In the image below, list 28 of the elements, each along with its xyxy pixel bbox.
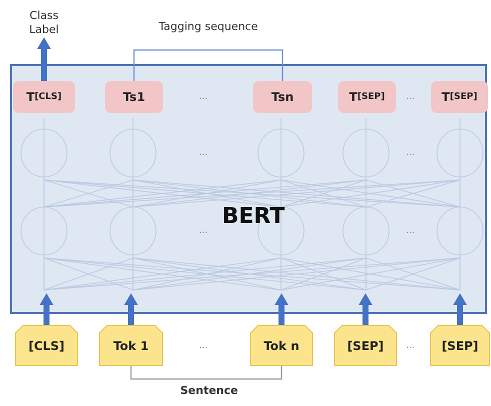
- thick-arrow: [40, 293, 54, 325]
- ellipsis-text: ...: [406, 92, 415, 102]
- input-token-box: Tok 1: [99, 325, 163, 366]
- ellipsis-text: ...: [406, 341, 415, 351]
- input-token-box: [CLS]: [15, 325, 78, 366]
- ellipsis-text: ...: [199, 92, 208, 102]
- edge-label: Sentence: [180, 384, 238, 398]
- ellipsis-text: ...: [406, 226, 415, 236]
- input-token-box: [SEP]: [430, 325, 490, 366]
- ellipsis-text: ...: [199, 148, 208, 158]
- output-label: Class Label: [22, 7, 66, 39]
- thick-arrow: [274, 293, 288, 325]
- bracket-line: [133, 49, 284, 81]
- thick-arrow: [37, 37, 51, 81]
- bracket-line: [130, 366, 282, 380]
- ellipsis-text: ...: [199, 226, 208, 236]
- output-token-box: Ts1: [105, 81, 163, 113]
- model-name: BERT: [222, 204, 285, 229]
- thick-arrow: [124, 293, 138, 325]
- ellipsis-text: ...: [406, 148, 415, 158]
- output-token-box: Tsn: [253, 81, 312, 113]
- thick-arrow: [453, 293, 467, 325]
- ellipsis-text: ...: [199, 341, 208, 351]
- model-panel: [10, 64, 487, 314]
- input-token-box: [SEP]: [334, 325, 397, 366]
- edge-label: Tagging sequence: [158, 20, 258, 34]
- thick-arrow: [358, 293, 372, 325]
- input-token-box: Tok n: [250, 325, 313, 366]
